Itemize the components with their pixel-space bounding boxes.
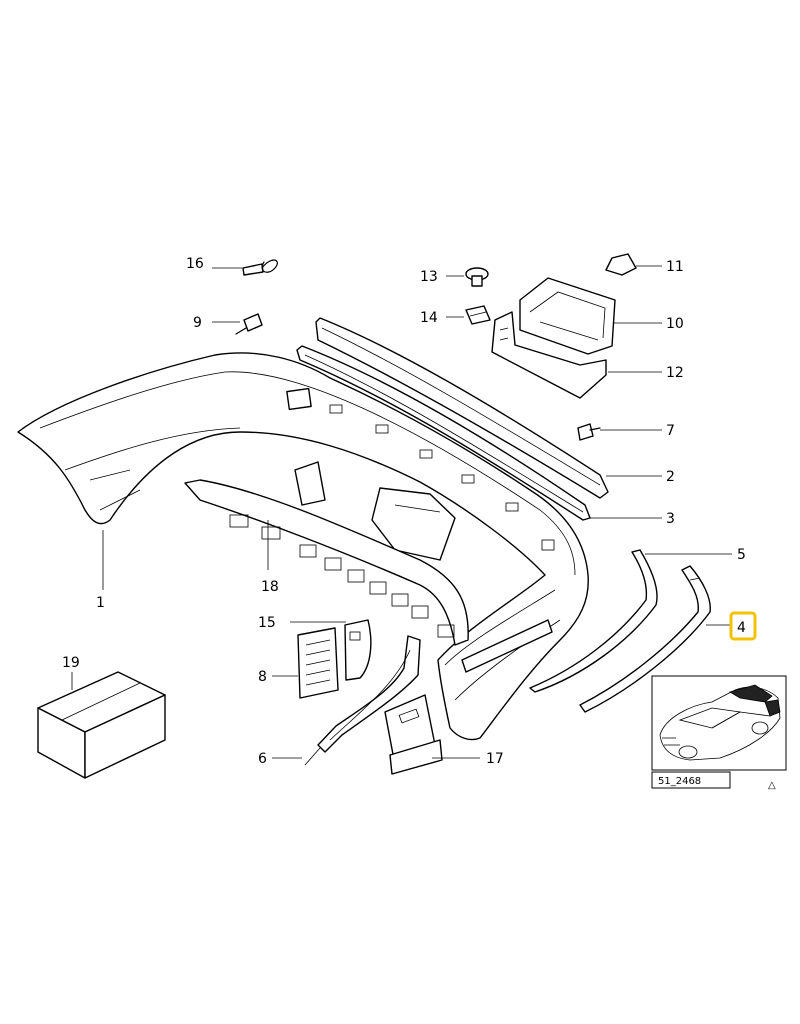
callout-9[interactable]: 9 (193, 315, 202, 331)
reference-thumbnail: 51_2468 △ (651, 675, 787, 791)
callout-19[interactable]: 19 (62, 655, 80, 671)
callout-7[interactable]: 7 (666, 423, 675, 439)
callout-1[interactable]: 1 (96, 595, 105, 611)
callout-17[interactable]: 17 (486, 751, 504, 767)
callout-15[interactable]: 15 (258, 615, 276, 631)
part-17-module[interactable] (384, 694, 443, 775)
reference-code: 51_2468 (658, 776, 701, 787)
callout-4-highlight (729, 611, 757, 641)
part-12-carrier[interactable] (491, 311, 607, 399)
part-14-clip-nut[interactable] (465, 305, 491, 325)
part-8-holder[interactable] (297, 627, 339, 699)
callout-14[interactable]: 14 (420, 310, 438, 326)
leader-lines (71, 265, 732, 759)
part-18-lower-support[interactable] (184, 479, 469, 646)
callout-5[interactable]: 5 (737, 547, 746, 563)
part-6-bracket[interactable] (304, 635, 421, 766)
part-9-clip[interactable] (235, 313, 263, 335)
part-11-clip[interactable] (605, 253, 637, 276)
callout-10[interactable]: 10 (666, 316, 684, 332)
callout-13[interactable]: 13 (420, 269, 438, 285)
callout-8[interactable]: 8 (258, 669, 267, 685)
part-15-cover-plate[interactable] (344, 619, 372, 681)
part-7-screw[interactable] (577, 423, 601, 441)
part-1-bumper-cover[interactable] (17, 352, 589, 741)
part-2-upper-trim[interactable] (315, 317, 609, 499)
part-16-cable[interactable] (242, 259, 278, 276)
callout-16[interactable]: 16 (186, 256, 204, 272)
callout-18[interactable]: 18 (261, 579, 279, 595)
car-thumbnail-icon (659, 684, 781, 761)
callout-4[interactable]: 4 (737, 620, 746, 636)
part-19-box[interactable] (37, 671, 166, 779)
callout-11[interactable]: 11 (666, 259, 684, 275)
callout-6[interactable]: 6 (258, 751, 267, 767)
part-4-corner-molding[interactable] (579, 565, 711, 713)
callout-12[interactable]: 12 (666, 365, 684, 381)
part-5-corner-molding[interactable] (529, 549, 658, 693)
reference-symbol: △ (768, 780, 776, 791)
part-10-bracket[interactable] (519, 277, 616, 355)
callout-2[interactable]: 2 (666, 469, 675, 485)
part-13-nut[interactable] (465, 267, 489, 287)
callout-3[interactable]: 3 (666, 511, 675, 527)
